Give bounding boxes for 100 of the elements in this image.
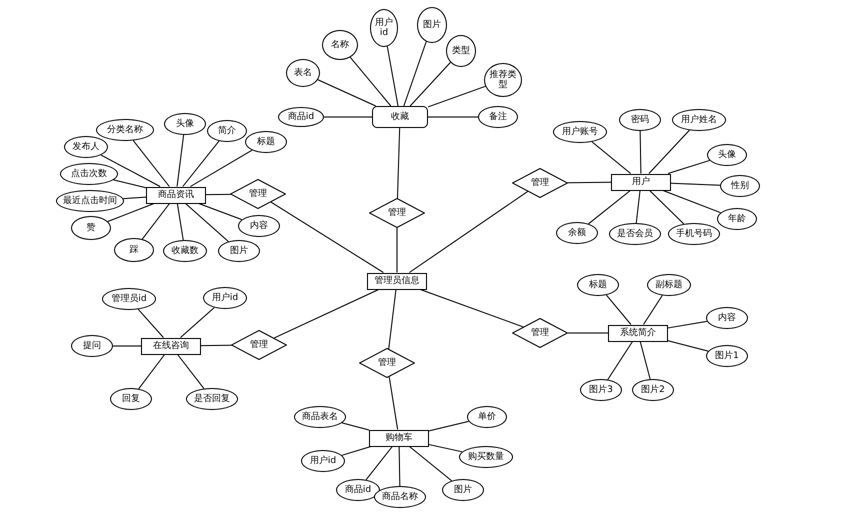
attribute-ellipse: 图片 bbox=[442, 479, 484, 501]
attribute-ellipse: 分类名称 bbox=[96, 119, 154, 141]
connector-line bbox=[198, 203, 242, 220]
connector-line bbox=[342, 422, 370, 431]
connector-line bbox=[190, 150, 253, 187]
attribute-ellipse: 头像 bbox=[164, 113, 206, 135]
connector-line bbox=[567, 182, 612, 184]
attribute-ellipse: 踩 bbox=[114, 238, 154, 262]
connector-line bbox=[607, 341, 633, 380]
attribute-ellipse: 年龄 bbox=[717, 208, 757, 230]
attribute-ellipse: 标题 bbox=[577, 274, 619, 296]
attribute-ellipse: 手机号码 bbox=[668, 223, 720, 245]
connector-line bbox=[668, 320, 708, 328]
connector-line bbox=[138, 308, 164, 338]
connector-line bbox=[100, 154, 161, 187]
connector-line bbox=[408, 190, 528, 273]
attribute-ellipse: 密码 bbox=[619, 109, 661, 131]
attribute-ellipse: 商品id bbox=[336, 479, 380, 501]
connector-line bbox=[138, 354, 166, 390]
connector-line bbox=[648, 130, 690, 174]
attribute-ellipse: 赞 bbox=[71, 216, 111, 240]
connector-line bbox=[396, 228, 398, 273]
attribute-ellipse: 单价 bbox=[467, 406, 507, 428]
attribute-ellipse: 是否会员 bbox=[609, 223, 661, 245]
connector-line bbox=[396, 128, 400, 199]
connector-line bbox=[568, 332, 608, 334]
attribute-ellipse: 副标题 bbox=[647, 274, 691, 296]
attribute-ellipse: 最近点击时间 bbox=[56, 190, 124, 212]
connector-line bbox=[588, 190, 631, 224]
connector-line bbox=[668, 160, 710, 174]
connector-line bbox=[428, 116, 478, 118]
connector-line bbox=[176, 203, 184, 241]
connector-line bbox=[350, 56, 392, 106]
attribute-ellipse: 购买数量 bbox=[459, 446, 513, 468]
connector-line bbox=[180, 307, 215, 338]
attribute-ellipse: 用户姓名 bbox=[672, 109, 726, 131]
attribute-ellipse: 用户id bbox=[301, 450, 345, 472]
attribute-ellipse: 管理员id bbox=[102, 288, 156, 310]
attribute-ellipse: 表名 bbox=[286, 59, 320, 87]
connector-line bbox=[388, 376, 398, 430]
connector-line bbox=[410, 62, 451, 106]
attribute-ellipse: 标题 bbox=[245, 131, 287, 153]
connector-line bbox=[408, 446, 452, 482]
attribute-ellipse: 发布人 bbox=[64, 136, 108, 158]
entity-box: 用户 bbox=[611, 174, 671, 190]
attribute-ellipse: 内容 bbox=[238, 215, 280, 237]
attribute-ellipse: 类型 bbox=[446, 35, 476, 67]
connector-line bbox=[112, 179, 146, 188]
connector-line bbox=[206, 194, 232, 196]
entity-box: 收藏 bbox=[372, 106, 428, 128]
attribute-ellipse: 用户id bbox=[370, 9, 398, 47]
connector-line bbox=[182, 140, 220, 187]
relationship-diamond: 管理 bbox=[231, 330, 287, 360]
connector-line bbox=[270, 202, 384, 273]
entity-box: 商品资讯 bbox=[146, 186, 206, 204]
connector-line bbox=[428, 86, 486, 108]
attribute-ellipse: 余额 bbox=[556, 222, 598, 244]
connector-line bbox=[132, 140, 170, 187]
connector-line bbox=[428, 420, 470, 432]
relationship-diamond: 管理 bbox=[512, 168, 568, 198]
entity-box: 管理员信息 bbox=[367, 272, 427, 290]
attribute-ellipse: 提问 bbox=[71, 335, 113, 357]
attribute-ellipse: 商品表名 bbox=[294, 406, 346, 428]
connector-line bbox=[386, 46, 399, 106]
attribute-ellipse: 是否回复 bbox=[186, 388, 238, 410]
attribute-ellipse: 收藏数 bbox=[163, 240, 207, 262]
attribute-ellipse: 用户账号 bbox=[553, 121, 607, 143]
connector-line bbox=[366, 446, 393, 480]
attribute-ellipse: 图片3 bbox=[580, 379, 622, 401]
attribute-ellipse: 推荐类型 bbox=[484, 63, 522, 97]
attribute-ellipse: 性别 bbox=[720, 175, 760, 197]
attribute-ellipse: 内容 bbox=[706, 307, 748, 329]
connector-line bbox=[420, 289, 524, 328]
attribute-ellipse: 图片 bbox=[417, 7, 447, 43]
relationship-diamond: 管理 bbox=[512, 318, 568, 348]
connector-line bbox=[640, 130, 642, 174]
entity-box: 购物车 bbox=[369, 430, 429, 446]
attribute-ellipse: 简介 bbox=[207, 120, 247, 142]
connector-line bbox=[107, 203, 155, 222]
connector-line bbox=[662, 190, 722, 214]
connector-line bbox=[388, 289, 396, 350]
connector-line bbox=[142, 203, 170, 240]
relationship-diamond: 管理 bbox=[359, 348, 415, 378]
entity-box: 系统简介 bbox=[608, 324, 668, 342]
relationship-diamond: 管理 bbox=[230, 179, 286, 209]
connector-line bbox=[636, 190, 641, 224]
attribute-ellipse: 回复 bbox=[110, 388, 152, 410]
connector-line bbox=[122, 196, 146, 200]
connector-line bbox=[274, 289, 380, 339]
connector-line bbox=[403, 41, 427, 106]
connector-line bbox=[324, 116, 372, 118]
attribute-ellipse: 名称 bbox=[322, 30, 358, 60]
attribute-ellipse: 商品id bbox=[278, 107, 324, 127]
relationship-diamond: 管理 bbox=[369, 198, 425, 228]
connector-line bbox=[592, 141, 632, 174]
connector-line bbox=[640, 341, 651, 380]
attribute-ellipse: 商品名称 bbox=[374, 486, 426, 508]
connector-line bbox=[398, 446, 400, 486]
connector-line bbox=[341, 446, 372, 456]
attribute-ellipse: 图片1 bbox=[706, 345, 748, 367]
